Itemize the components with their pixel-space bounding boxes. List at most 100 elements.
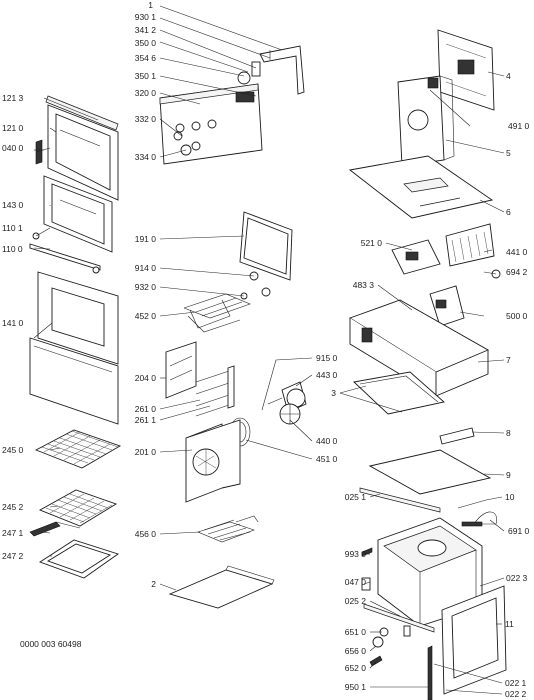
side-panel-top <box>353 371 445 415</box>
tray-handle <box>29 521 81 537</box>
label-483-3: 483 3 <box>353 280 375 290</box>
label-354-6: 354 6 <box>135 53 157 63</box>
label-191-0: 191 0 <box>135 234 157 244</box>
leader-lines <box>33 5 505 695</box>
label-456-0: 456 0 <box>135 529 157 539</box>
control-bracket <box>259 45 305 95</box>
label-2: 2 <box>151 579 156 589</box>
cooling-fan <box>445 223 495 267</box>
document-code: 0000 003 60498 <box>20 639 82 649</box>
label-521-0: 521 0 <box>361 238 383 248</box>
side-door-panel <box>441 585 507 695</box>
grill-rack <box>38 489 118 527</box>
label-247-1: 247 1 <box>2 528 24 538</box>
lamp-parts <box>369 625 411 667</box>
label-040-0: 040 0 <box>2 143 24 153</box>
label-332-0: 332 0 <box>135 114 157 124</box>
side-panel-bar <box>439 427 475 445</box>
label-443-0: 443 0 <box>316 370 338 380</box>
label-932-0: 932 0 <box>135 282 157 292</box>
label-141-0: 141 0 <box>2 318 24 328</box>
label-7: 7 <box>506 355 511 365</box>
door-spring <box>457 499 497 527</box>
label-491-0: 491 0 <box>508 121 530 131</box>
label-441-0: 441 0 <box>506 247 528 257</box>
side-rail-left <box>165 341 197 399</box>
label-3: 3 <box>331 388 336 398</box>
label-4: 4 <box>506 71 511 81</box>
label-350-0: 350 0 <box>135 38 157 48</box>
label-8: 8 <box>506 428 511 438</box>
top-cover <box>348 155 494 219</box>
label-245-2: 245 2 <box>2 502 24 512</box>
label-025-1: 025 1 <box>345 492 367 502</box>
label-025-2: 025 2 <box>345 596 367 606</box>
shelf-runners <box>195 365 235 417</box>
inner-door-glass <box>43 175 113 253</box>
label-247-2: 247 2 <box>2 551 24 561</box>
label-9: 9 <box>506 470 511 480</box>
label-6: 6 <box>506 207 511 217</box>
label-110-1: 110 1 <box>2 223 23 233</box>
oven-seal <box>239 211 293 281</box>
fan-blade <box>279 403 301 425</box>
label-915-0: 915 0 <box>316 353 338 363</box>
label-651-0: 651 0 <box>345 627 367 637</box>
label-121-3: 121 3 <box>2 93 24 103</box>
label-1: 1 <box>148 0 153 10</box>
rear-cover <box>437 29 495 111</box>
switch-assembly <box>429 285 465 327</box>
baking-tray <box>38 539 119 579</box>
long-rod <box>427 645 433 700</box>
label-440-0: 440 0 <box>316 436 338 446</box>
label-245-0: 245 0 <box>2 445 24 455</box>
outer-door-glass <box>47 104 119 201</box>
label-11: 11 <box>505 619 514 629</box>
label-022-1: 022 1 <box>505 678 527 688</box>
control-board <box>391 239 441 275</box>
base-plate <box>368 449 492 495</box>
top-heating-element <box>183 293 251 333</box>
label-261-0: 261 0 <box>135 404 157 414</box>
label-500-0: 500 0 <box>506 311 528 321</box>
label-993-0: 993 0 <box>345 549 367 559</box>
timer-module <box>237 61 261 85</box>
label-350-1: 350 1 <box>135 71 157 81</box>
door-hinge <box>34 139 44 165</box>
door-trim-strip <box>45 95 119 131</box>
label-656-0: 656 0 <box>345 646 367 656</box>
door-panels <box>29 271 119 425</box>
label-694-2: 694 2 <box>506 267 528 277</box>
label-930-1: 930 1 <box>135 12 157 22</box>
label-451-0: 451 0 <box>316 454 338 464</box>
control-panel <box>159 83 263 165</box>
cavity-bracket <box>361 577 371 591</box>
front-trim <box>363 603 435 633</box>
label-691-0: 691 0 <box>508 526 530 536</box>
label-5: 5 <box>506 148 511 158</box>
back-panel <box>185 419 241 503</box>
label-950-1: 950 1 <box>345 682 367 692</box>
label-143-0: 143 0 <box>2 200 24 210</box>
label-320-0: 320 0 <box>135 88 157 98</box>
wire-rack <box>34 429 122 469</box>
label-261-1: 261 1 <box>135 415 157 425</box>
label-047-0: 047 0 <box>345 577 367 587</box>
label-121-0: 121 0 <box>2 123 24 133</box>
lower-heating-element <box>197 515 259 543</box>
bottom-plate <box>168 565 275 609</box>
label-022-3: 022 3 <box>506 573 528 583</box>
element-clips <box>240 271 271 300</box>
label-914-0: 914 0 <box>135 263 157 273</box>
label-110-0: 110 0 <box>2 244 23 254</box>
label-022-2: 022 2 <box>505 689 527 699</box>
label-452-0: 452 0 <box>135 311 157 321</box>
oven-cavity <box>377 517 483 627</box>
label-334-0: 334 0 <box>135 152 157 162</box>
rear-panel <box>397 75 455 167</box>
label-10: 10 <box>505 492 515 502</box>
label-341-2: 341 2 <box>135 25 157 35</box>
label-204-0: 204 0 <box>135 373 157 383</box>
